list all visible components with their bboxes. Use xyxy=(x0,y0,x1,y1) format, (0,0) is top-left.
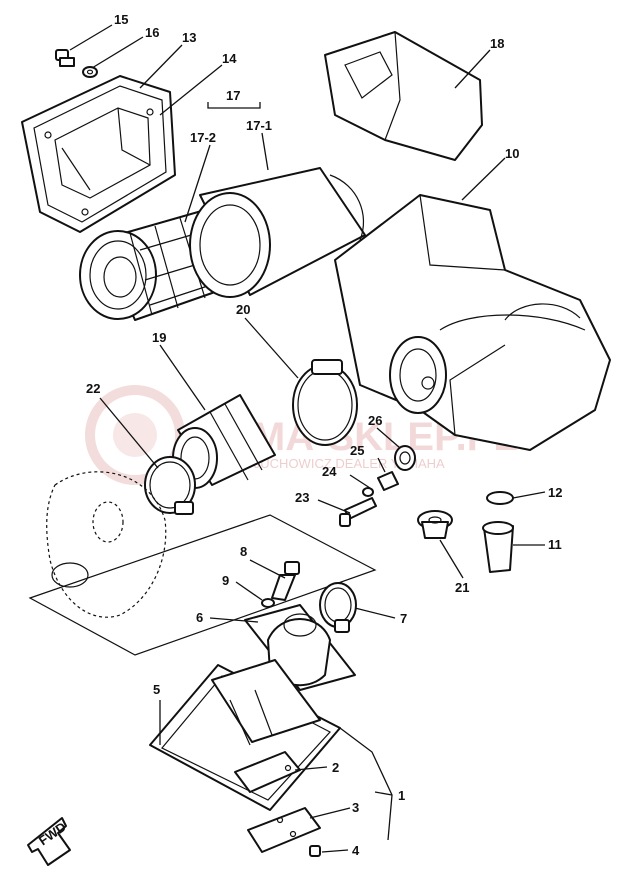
callout-15: 15 xyxy=(114,12,128,27)
part-17-1-filter-element xyxy=(189,167,366,298)
part-26-fitting xyxy=(394,445,416,471)
engine-outline xyxy=(46,471,167,618)
callout-2: 2 xyxy=(332,760,339,775)
part-16-washer xyxy=(82,66,98,78)
part-4-screw xyxy=(309,845,321,857)
assembly-outline xyxy=(28,514,377,656)
callouts: 1 2 3 4 5 6 7 8 9 10 11 12 13 14 15 16 1… xyxy=(86,12,562,858)
callout-12: 12 xyxy=(548,485,562,500)
part-7-clamp xyxy=(319,582,357,633)
part-24-washer xyxy=(362,487,374,497)
callout-21: 21 xyxy=(455,580,469,595)
callout-19: 19 xyxy=(152,330,166,345)
part-25-nut xyxy=(377,471,399,491)
callout-17-2: 17-2 xyxy=(190,130,216,145)
part-20-clamp xyxy=(292,359,358,446)
callout-9: 9 xyxy=(222,573,229,588)
callout-17: 17 xyxy=(226,88,240,103)
callout-1: 1 xyxy=(398,788,405,803)
callout-5: 5 xyxy=(153,682,160,697)
part-21-grommet xyxy=(417,510,453,539)
callout-25: 25 xyxy=(350,443,364,458)
part-18-shield xyxy=(324,31,483,161)
callout-23: 23 xyxy=(295,490,309,505)
callout-26: 26 xyxy=(368,413,382,428)
part-10-air-box xyxy=(334,194,611,451)
callout-22: 22 xyxy=(86,381,100,396)
part-14-cover xyxy=(21,75,176,233)
fwd-arrow-icon: FWD xyxy=(27,817,71,866)
part-3-stopper xyxy=(247,807,321,853)
callout-8: 8 xyxy=(240,544,247,559)
callout-13: 13 xyxy=(182,30,196,45)
callout-24: 24 xyxy=(322,464,337,479)
watermark-subtext: POJUCHOWICZ DEALER YAMAHA xyxy=(235,456,445,471)
leader-lines xyxy=(69,24,546,853)
part-11-cap xyxy=(482,521,514,573)
part-12-clip xyxy=(486,491,514,505)
part-23-bolt xyxy=(339,497,377,527)
callout-6: 6 xyxy=(196,610,203,625)
callout-10: 10 xyxy=(505,146,519,161)
callout-4: 4 xyxy=(352,843,360,858)
callout-17-1: 17-1 xyxy=(246,118,272,133)
callout-3: 3 xyxy=(352,800,359,815)
callout-16: 16 xyxy=(145,25,159,40)
part-22-clamp xyxy=(144,456,196,515)
callout-20: 20 xyxy=(236,302,250,317)
part-6-manifold xyxy=(244,604,356,691)
callout-11: 11 xyxy=(548,537,562,552)
part-9-washer xyxy=(261,598,275,608)
callout-7: 7 xyxy=(400,611,407,626)
callout-18: 18 xyxy=(490,36,504,51)
callout-14: 14 xyxy=(222,51,237,66)
part-15-bolt xyxy=(55,49,75,67)
part-8-bolt xyxy=(271,561,300,601)
